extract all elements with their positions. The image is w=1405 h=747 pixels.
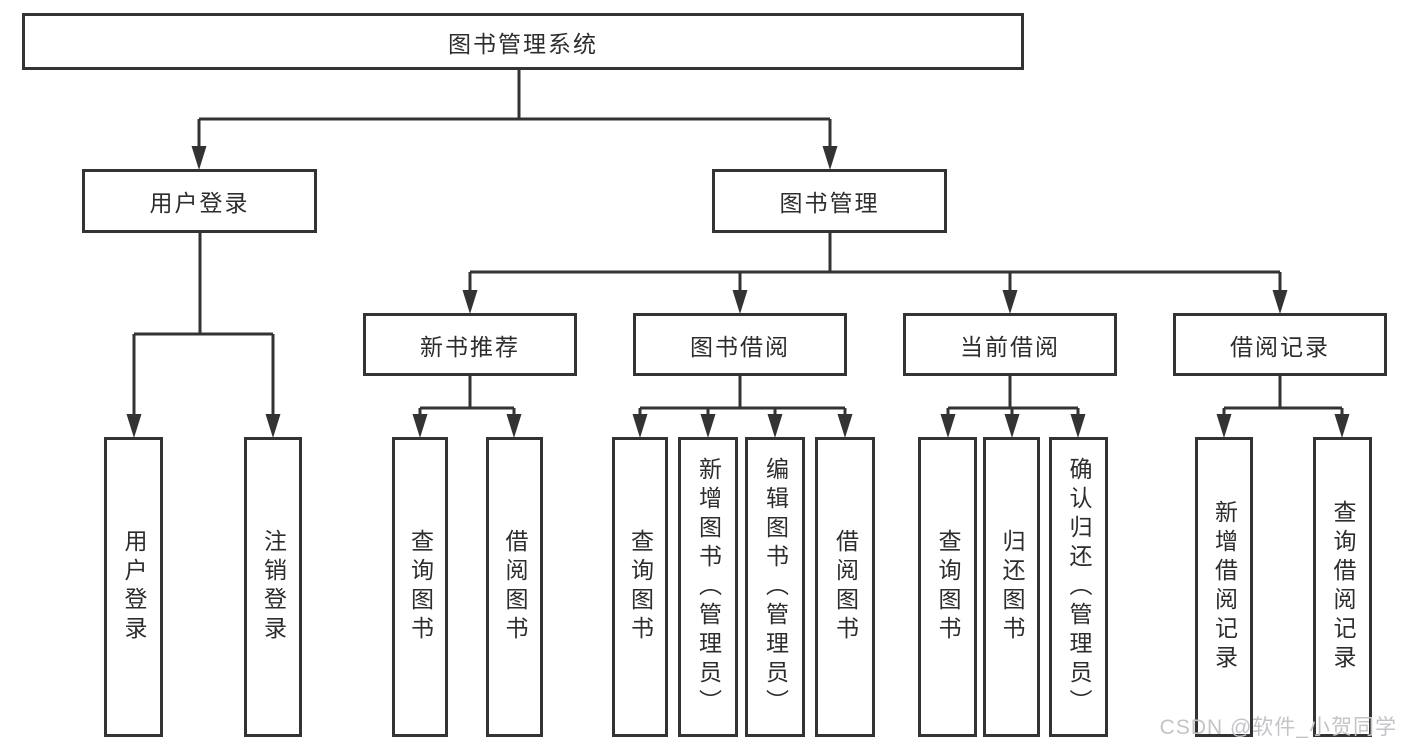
node-label: 借阅图书 [832,529,859,645]
node-label: 图书借阅 [690,333,790,360]
watermark: CSDN @软件_小贺同学 [1159,716,1397,739]
node-leaf-query-books: 查询图书 [612,437,668,737]
node-leaf-logout: 注销登录 [244,437,302,737]
node-label: 查询图书 [407,529,434,645]
node-label: 查询图书 [935,529,961,645]
connector-borrow-children [638,376,847,416]
node-library-system: 图书管理系统 [22,13,1024,70]
node-label: 注销登录 [260,529,287,645]
node-borrow-records: 借阅记录 [1173,313,1387,376]
node-current-borrow: 当前借阅 [903,313,1117,376]
connector-records-children [1222,376,1344,416]
node-label: 用户登录 [121,529,147,645]
node-leaf-confirm-return-admin: 确认归还（管理员） [1049,437,1108,737]
arrowhead-icons [126,146,1350,438]
node-leaf-borrow-books: 借阅图书 [486,437,543,737]
connector-book-mgmt-children [468,233,1282,292]
node-label: 新增图书（管理员） [695,456,722,718]
node-label: 新书推荐 [420,333,520,360]
node-label: 用户登录 [149,190,250,216]
node-label: 归还图书 [999,529,1025,645]
node-leaf-query-books: 查询图书 [392,437,448,737]
node-leaf-query-books: 查询图书 [918,437,977,737]
node-leaf-add-borrow-record: 新增借阅记录 [1195,437,1253,737]
node-label: 图书管理系统 [448,30,598,57]
node-label: 查询图书 [627,529,654,645]
connector-current-children [946,376,1080,416]
node-leaf-user-login: 用户登录 [104,437,163,737]
node-book-borrow: 图书借阅 [633,313,847,376]
node-leaf-add-books-admin: 新增图书（管理员） [678,437,738,737]
connector-user-login-children [132,233,275,416]
node-label: 查询借阅记录 [1330,500,1356,674]
node-label: 借阅图书 [502,529,528,645]
node-label: 当前借阅 [960,333,1060,360]
node-label: 新增借阅记录 [1211,500,1238,674]
node-label: 编辑图书（管理员） [762,456,789,718]
node-user-login: 用户登录 [82,169,317,233]
node-leaf-query-borrow-record: 查询借阅记录 [1313,437,1372,737]
connector-new-rec-children [418,376,516,416]
node-leaf-return-books: 归还图书 [983,437,1040,737]
connector-root-to-level2 [197,69,832,148]
node-leaf-edit-books-admin: 编辑图书（管理员） [745,437,805,737]
node-label: 确认归还（管理员） [1066,456,1092,718]
node-label: 图书管理 [779,190,880,216]
node-book-management: 图书管理 [712,169,947,233]
node-leaf-borrow-books: 借阅图书 [815,437,875,737]
node-label: 借阅记录 [1230,333,1330,360]
node-new-book-recommend: 新书推荐 [363,313,577,376]
